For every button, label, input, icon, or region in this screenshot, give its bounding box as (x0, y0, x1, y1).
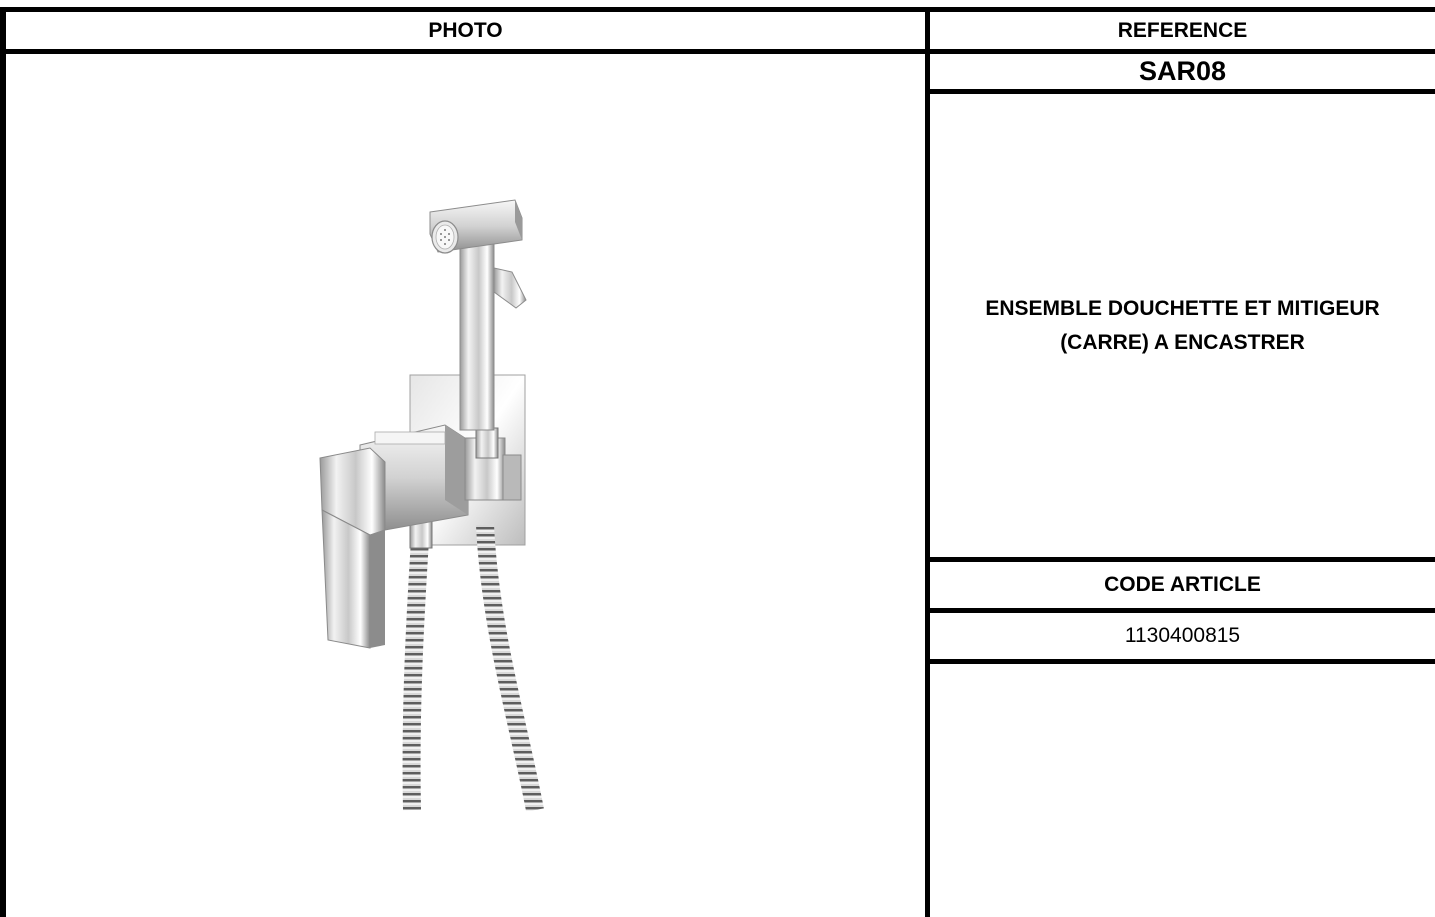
reference-header: REFERENCE (1117, 18, 1248, 42)
left-border (0, 7, 6, 917)
product-description: ENSEMBLE DOUCHETTE ET MITIGEUR (CARRE) A… (930, 94, 1435, 557)
column-divider (925, 7, 930, 917)
header-bottom-border (0, 49, 1435, 54)
top-border (0, 7, 1435, 12)
description-line-2: (CARRE) A ENCASTRER (1060, 330, 1305, 354)
code-article-value: 1130400815 (1124, 624, 1241, 647)
product-photo (250, 170, 650, 820)
bidet-shower-mixer-icon (319, 199, 544, 812)
description-bottom-border (930, 557, 1435, 562)
reference-value: SAR08 (1138, 56, 1227, 86)
code-value-bottom-border (930, 659, 1435, 664)
code-label-bottom-border (930, 608, 1435, 613)
description-line-1: ENSEMBLE DOUCHETTE ET MITIGEUR (985, 296, 1380, 320)
code-article-label: CODE ARTICLE (1104, 573, 1261, 596)
reference-bottom-border (930, 89, 1435, 94)
photo-header: PHOTO (428, 18, 503, 42)
